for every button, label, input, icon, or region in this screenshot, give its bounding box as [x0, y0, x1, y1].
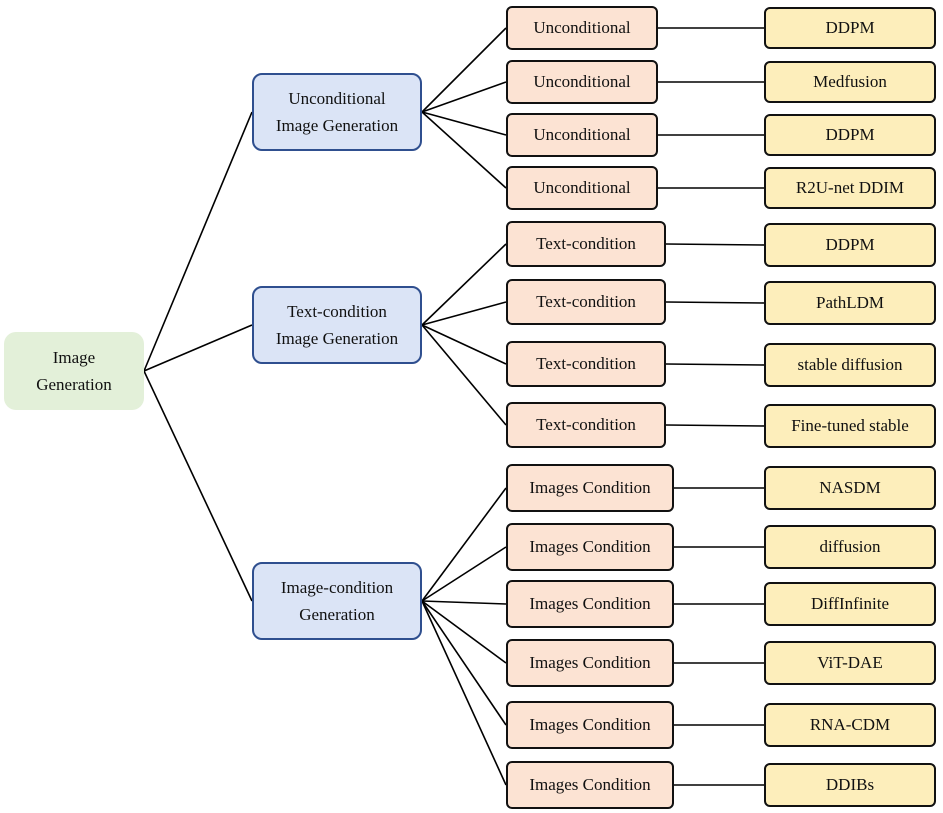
condition-label: Unconditional [533, 18, 631, 37]
condition-node: Unconditional [506, 60, 658, 104]
category-to-condition-line [421, 111, 507, 136]
category-unconditional: Unconditional Image Generation [252, 73, 422, 151]
model-node: NASDM [764, 466, 936, 510]
condition-node: Images Condition [506, 639, 674, 687]
model-node: DDIBs [764, 763, 936, 807]
model-node: diffusion [764, 525, 936, 569]
condition-node: Images Condition [506, 580, 674, 628]
model-label: diffusion [819, 537, 881, 556]
root-to-category-line [143, 370, 253, 602]
category-to-condition-line [421, 27, 507, 113]
category-label: Text-condition Image Generation [275, 302, 399, 348]
condition-label: Unconditional [533, 178, 631, 197]
model-node: ViT-DAE [764, 641, 936, 685]
model-label: RNA-CDM [809, 715, 891, 734]
model-node: Fine-tuned stable [764, 404, 936, 448]
condition-node: Unconditional [506, 166, 658, 210]
model-label: DDIBs [825, 775, 875, 794]
model-label: ViT-DAE [817, 653, 883, 672]
model-node: stable diffusion [764, 343, 936, 387]
root-to-category-line [143, 111, 253, 372]
model-label: PathLDM [816, 293, 884, 312]
condition-to-model-line [665, 363, 765, 366]
condition-node: Images Condition [506, 761, 674, 809]
model-label: Fine-tuned stable [791, 416, 909, 435]
condition-node: Text-condition [506, 402, 666, 448]
category-image-condition: Image-condition Generation [252, 562, 422, 640]
root-label: Image Generation [36, 348, 112, 394]
condition-label: Images Condition [529, 715, 651, 734]
model-node: DDPM [764, 223, 936, 267]
category-to-condition-line [421, 324, 507, 426]
model-label: DiffInfinite [810, 594, 890, 613]
model-node: DiffInfinite [764, 582, 936, 626]
condition-label: Images Condition [529, 653, 651, 672]
condition-label: Images Condition [529, 775, 651, 794]
condition-label: Images Condition [529, 594, 651, 613]
model-node: R2U-net DDIM [764, 167, 936, 209]
model-label: DDPM [825, 125, 875, 144]
condition-to-model-line [665, 301, 765, 304]
category-to-condition-line [421, 243, 507, 326]
condition-label: Images Condition [529, 478, 651, 497]
category-label: Unconditional Image Generation [275, 89, 399, 135]
condition-node: Unconditional [506, 6, 658, 50]
category-to-condition-line [421, 600, 507, 786]
category-to-condition-line [421, 600, 507, 605]
condition-node: Images Condition [506, 464, 674, 512]
model-node: DDPM [764, 7, 936, 49]
model-node: DDPM [764, 114, 936, 156]
category-to-condition-line [421, 487, 507, 602]
category-label: Image-condition Generation [280, 578, 394, 624]
category-to-condition-line [421, 111, 507, 189]
condition-label: Text-condition [536, 234, 636, 253]
condition-node: Images Condition [506, 523, 674, 571]
condition-to-model-line [665, 243, 765, 246]
root-node: Image Generation [4, 332, 144, 410]
root-to-category-line [143, 324, 253, 372]
model-label: DDPM [825, 18, 875, 37]
model-node: RNA-CDM [764, 703, 936, 747]
condition-node: Text-condition [506, 221, 666, 267]
model-label: DDPM [825, 235, 875, 254]
model-label: Medfusion [813, 72, 887, 91]
category-to-condition-line [421, 600, 507, 664]
condition-node: Unconditional [506, 113, 658, 157]
condition-label: Text-condition [536, 354, 636, 373]
condition-label: Unconditional [533, 125, 631, 144]
model-label: stable diffusion [797, 355, 903, 374]
category-text-condition: Text-condition Image Generation [252, 286, 422, 364]
category-to-condition-line [421, 546, 507, 602]
condition-label: Text-condition [536, 415, 636, 434]
model-label: R2U-net DDIM [795, 178, 905, 197]
model-node: PathLDM [764, 281, 936, 325]
condition-label: Unconditional [533, 72, 631, 91]
condition-node: Images Condition [506, 701, 674, 749]
category-to-condition-line [421, 600, 507, 726]
condition-to-model-line [665, 424, 765, 427]
model-label: NASDM [819, 478, 881, 497]
model-node: Medfusion [764, 61, 936, 103]
category-to-condition-line [421, 324, 507, 365]
condition-node: Text-condition [506, 341, 666, 387]
condition-label: Text-condition [536, 292, 636, 311]
condition-label: Images Condition [529, 537, 651, 556]
category-to-condition-line [421, 81, 507, 113]
condition-node: Text-condition [506, 279, 666, 325]
category-to-condition-line [421, 301, 507, 326]
